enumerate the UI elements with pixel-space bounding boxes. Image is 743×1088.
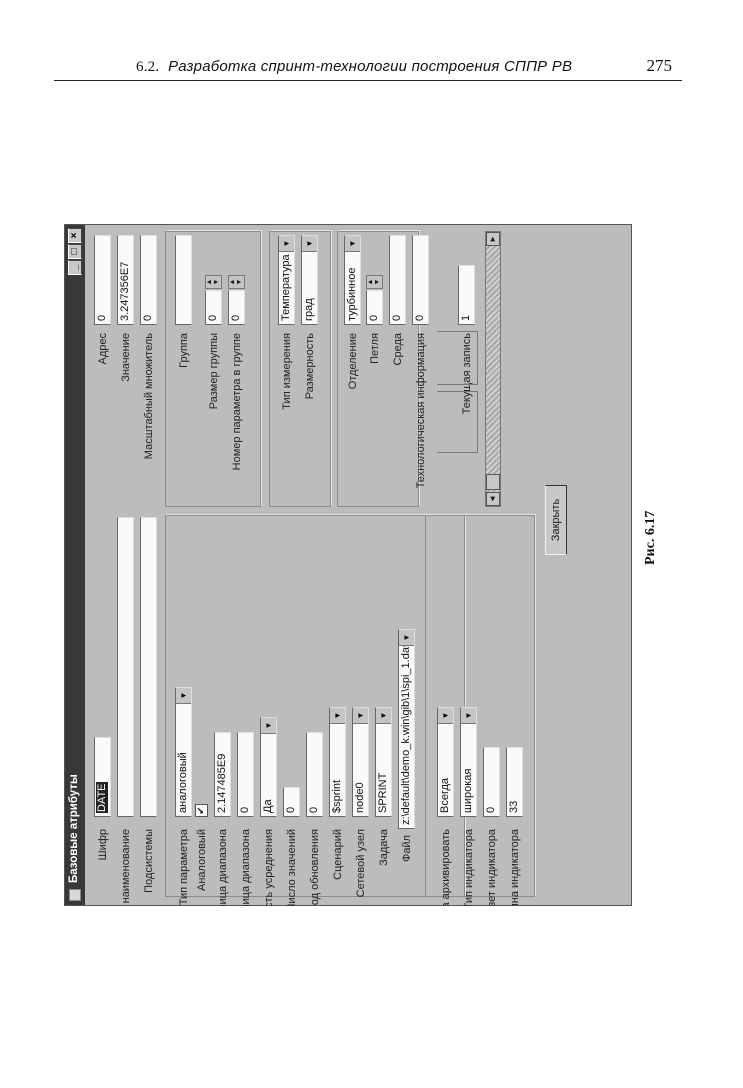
- indicator-color-field[interactable]: 0: [483, 747, 500, 817]
- cipher-label: Шифр: [97, 829, 109, 861]
- lower-bound-label: Нижняя граница диапазона: [240, 829, 252, 906]
- close-window-button[interactable]: ×: [68, 228, 82, 243]
- file-label: Файл: [401, 835, 413, 863]
- cipher-field[interactable]: DATE: [94, 737, 111, 817]
- chevron-down-icon[interactable]: ▼: [399, 630, 414, 646]
- group-number-field[interactable]: 0: [228, 290, 245, 325]
- section-title: Разработка спринт-технологии построения …: [168, 58, 573, 75]
- environment-field[interactable]: 0: [389, 235, 406, 325]
- period-field[interactable]: 0: [306, 732, 323, 817]
- scenario-select[interactable]: $sprint▼: [329, 707, 346, 817]
- group-number-label: Номер параметра в группе: [231, 333, 243, 471]
- loop-field[interactable]: 0: [366, 290, 383, 325]
- tech-info-label: Технологическая информация: [415, 333, 427, 489]
- group-field[interactable]: [175, 235, 192, 325]
- param-type-select[interactable]: аналоговый▼: [175, 687, 192, 817]
- page-number: 275: [646, 56, 673, 75]
- averaging-label: Возможность усреднения: [263, 829, 275, 906]
- record-scrollbar[interactable]: ◄ ►: [485, 231, 501, 507]
- scroll-right-icon[interactable]: ►: [486, 232, 500, 246]
- count-label: Число значений: [286, 829, 298, 906]
- dimension-label: Размерность: [304, 333, 316, 400]
- group-size-label: Размер группы: [208, 333, 220, 410]
- minimize-button[interactable]: _: [68, 260, 82, 275]
- base-attributes-dialog: Базовые атрибуты _ □ × Шифр DATE Полное …: [64, 224, 632, 906]
- chevron-down-icon[interactable]: ▼: [353, 708, 368, 724]
- analog-checkbox[interactable]: ✔: [195, 804, 208, 817]
- fullname-label: Полное наименование: [120, 829, 132, 906]
- address-field[interactable]: 0: [94, 235, 111, 325]
- loop-label: Петля: [369, 333, 381, 364]
- page-header: 6.2. Разработка спринт-технологии постро…: [70, 56, 680, 82]
- param-type-label: Тип параметра: [178, 829, 190, 906]
- section-label: Отделение: [347, 333, 359, 390]
- network-node-label: Сетевой узел: [355, 829, 367, 898]
- window-icon: [69, 889, 81, 901]
- chevron-down-icon[interactable]: ▼: [261, 718, 276, 734]
- group-size-spinner[interactable]: ▲▼: [205, 275, 222, 289]
- multiplier-label: Масштабный множитель: [143, 333, 155, 460]
- group-label: Группа: [178, 333, 190, 368]
- subsystems-field[interactable]: [140, 517, 157, 817]
- section-number: 6.2.: [136, 59, 160, 75]
- file-select[interactable]: z:\default\demo_k.win\gib\1\spi_1.dat▼: [398, 629, 415, 829]
- close-button[interactable]: Закрыть: [545, 485, 567, 555]
- group-number-spinner[interactable]: ▲▼: [228, 275, 245, 289]
- running-head: 6.2. Разработка спринт-технологии постро…: [136, 58, 572, 76]
- figure-caption: Рис. 6.17: [643, 510, 658, 565]
- upper-bound-field[interactable]: 2.147485E9: [214, 732, 231, 817]
- scroll-left-icon[interactable]: ◄: [486, 492, 500, 506]
- address-label: Адрес: [97, 333, 109, 365]
- dialog-title: Базовые атрибуты: [68, 774, 80, 883]
- maximize-button[interactable]: □: [68, 244, 82, 259]
- subsystems-label: Подсистемы: [143, 829, 155, 893]
- network-node-select[interactable]: node0▼: [352, 707, 369, 817]
- count-field[interactable]: 0: [283, 787, 300, 817]
- chevron-down-icon[interactable]: ▼: [176, 688, 191, 704]
- averaging-select[interactable]: Да▼: [260, 717, 277, 817]
- indicator-width-field[interactable]: 33: [506, 747, 523, 817]
- period-label: Период обновления: [309, 829, 321, 906]
- indicator-color-label: Цвет индикатора: [486, 829, 498, 906]
- sketch-mark: [437, 391, 478, 453]
- indicator-width-label: Ширина индикатора: [509, 829, 521, 906]
- chevron-down-icon[interactable]: ▼: [461, 708, 476, 724]
- chevron-down-icon[interactable]: ▼: [279, 236, 294, 252]
- sketch-mark: [437, 331, 478, 385]
- multiplier-field[interactable]: 0: [140, 235, 157, 325]
- chevron-down-icon[interactable]: ▼: [302, 236, 317, 252]
- dialog-titlebar: Базовые атрибуты _ □ ×: [65, 225, 85, 905]
- scroll-thumb[interactable]: [486, 474, 500, 490]
- value-field[interactable]: 3.247356E7: [117, 235, 134, 325]
- chevron-down-icon[interactable]: ▼: [438, 708, 453, 724]
- archive-label: Когда архивировать: [440, 829, 452, 906]
- scenario-label: Сценарий: [332, 829, 344, 880]
- value-label: Значение: [120, 333, 132, 382]
- measurement-type-select[interactable]: Температура▼: [278, 235, 295, 325]
- tech-info-field[interactable]: 0: [412, 235, 429, 325]
- task-label: Задача: [378, 829, 390, 866]
- environment-label: Среда: [392, 333, 404, 366]
- figure-screenshot: Базовые атрибуты _ □ × Шифр DATE Полное …: [64, 224, 632, 906]
- measurement-type-label: Тип измерения: [281, 333, 293, 410]
- loop-spinner[interactable]: ▲▼: [366, 275, 383, 289]
- archive-select[interactable]: Всегда▼: [437, 707, 454, 817]
- current-record-field[interactable]: 1: [458, 265, 475, 325]
- upper-bound-label: Верхняя граница диапазона: [217, 829, 229, 906]
- section-select[interactable]: турбинное▼: [344, 235, 361, 325]
- fullname-field[interactable]: [117, 517, 134, 817]
- lower-bound-field[interactable]: 0: [237, 732, 254, 817]
- header-rule: [54, 80, 682, 81]
- indicator-type-label: Тип индикатора: [463, 829, 475, 906]
- chevron-down-icon[interactable]: ▼: [376, 708, 391, 724]
- chevron-down-icon[interactable]: ▼: [330, 708, 345, 724]
- dimension-select[interactable]: град▼: [301, 235, 318, 325]
- chevron-down-icon[interactable]: ▼: [345, 236, 360, 252]
- indicator-type-select[interactable]: широкая▼: [460, 707, 477, 817]
- analog-label: Аналоговый: [196, 829, 208, 891]
- task-select[interactable]: SPRINT▼: [375, 707, 392, 817]
- group-size-field[interactable]: 0: [205, 290, 222, 325]
